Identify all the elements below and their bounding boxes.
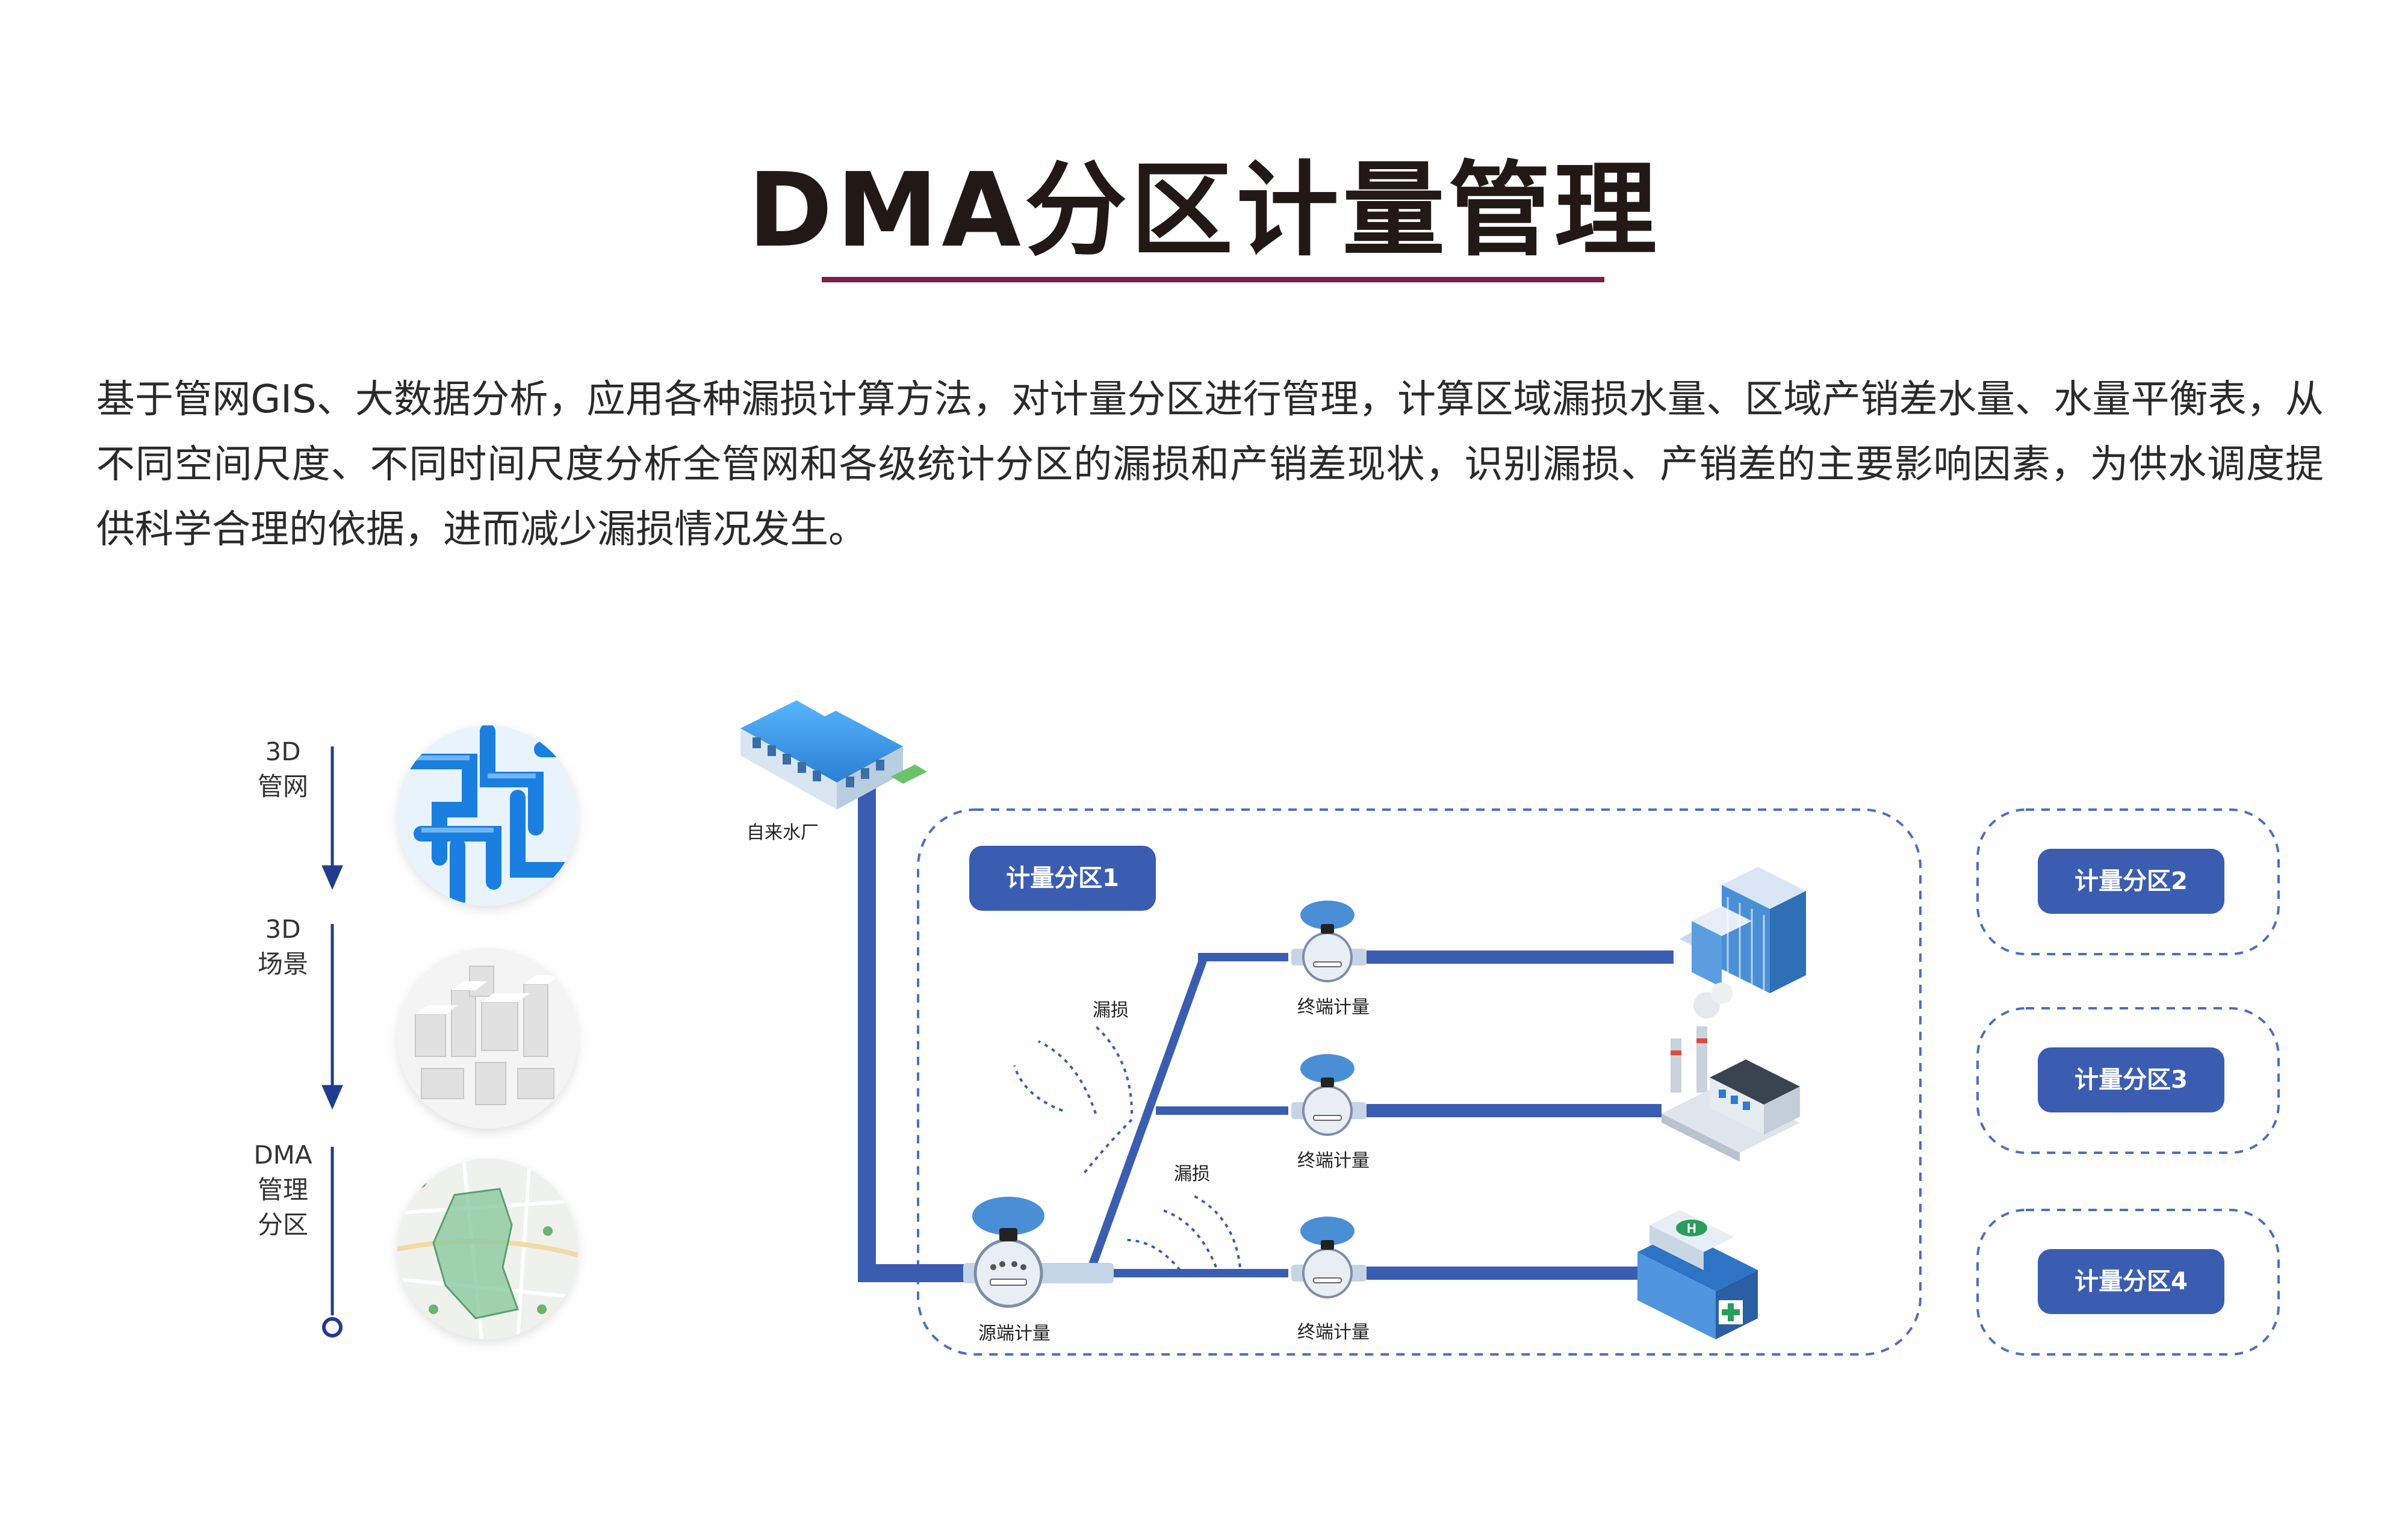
zone3-button[interactable]: 计量分区3 [2038, 1047, 2224, 1112]
hospital-building: H [1637, 1210, 1758, 1339]
page-title: DMA分区计量管理 [748, 151, 1660, 270]
step-3-label: DMA 管理 分区 [253, 1140, 312, 1239]
terminal-meter-top [1291, 901, 1367, 982]
factory-building [1662, 982, 1800, 1162]
terminal-meter-label-middle: 终端计量 [1297, 1150, 1370, 1171]
terminal-meter-bottom [1291, 1217, 1367, 1298]
zone4-button[interactable]: 计量分区4 [2038, 1249, 2224, 1314]
terminal-meter-middle [1291, 1054, 1367, 1136]
thumb-dma-map [397, 1159, 578, 1339]
thumb-3d-scene [397, 948, 578, 1129]
source-meter-label: 源端计量 [978, 1323, 1050, 1344]
leak-label-2: 漏损 [1174, 1164, 1210, 1185]
step-2-label: 3D 场景 [257, 914, 308, 979]
source-meter [963, 1197, 1114, 1308]
terminal-meter-label-top: 终端计量 [1297, 997, 1370, 1018]
leak-arcs-2 [1125, 1194, 1241, 1271]
zone3-boundary [1976, 1007, 2280, 1154]
leak-arcs-1 [1013, 1025, 1133, 1175]
title-underline [822, 277, 1604, 282]
office-building [1680, 867, 1806, 993]
step-1-label: 3D 管网 [257, 737, 308, 801]
thumb-3d-pipes [397, 725, 578, 906]
intro-paragraph: 基于管网GIS、大数据分析，应用各种漏损计算方法，对计量分区进行管理，计算区域漏… [96, 377, 2324, 552]
zone1-button[interactable]: 计量分区1 [969, 846, 1156, 911]
svg-text:H: H [1687, 1221, 1696, 1236]
terminal-meter-label-bottom: 终端计量 [1297, 1322, 1370, 1343]
zone2-boundary [1976, 808, 2280, 955]
zone2-button[interactable]: 计量分区2 [2038, 849, 2224, 914]
zone4-boundary [1976, 1209, 2280, 1356]
pipe-diagonal [1085, 955, 1208, 1275]
zone1-boundary [917, 808, 1922, 1356]
leak-label-1: 漏损 [1093, 1000, 1129, 1021]
waterworks-label: 自来水厂 [746, 822, 819, 843]
waterworks-building [740, 680, 927, 810]
